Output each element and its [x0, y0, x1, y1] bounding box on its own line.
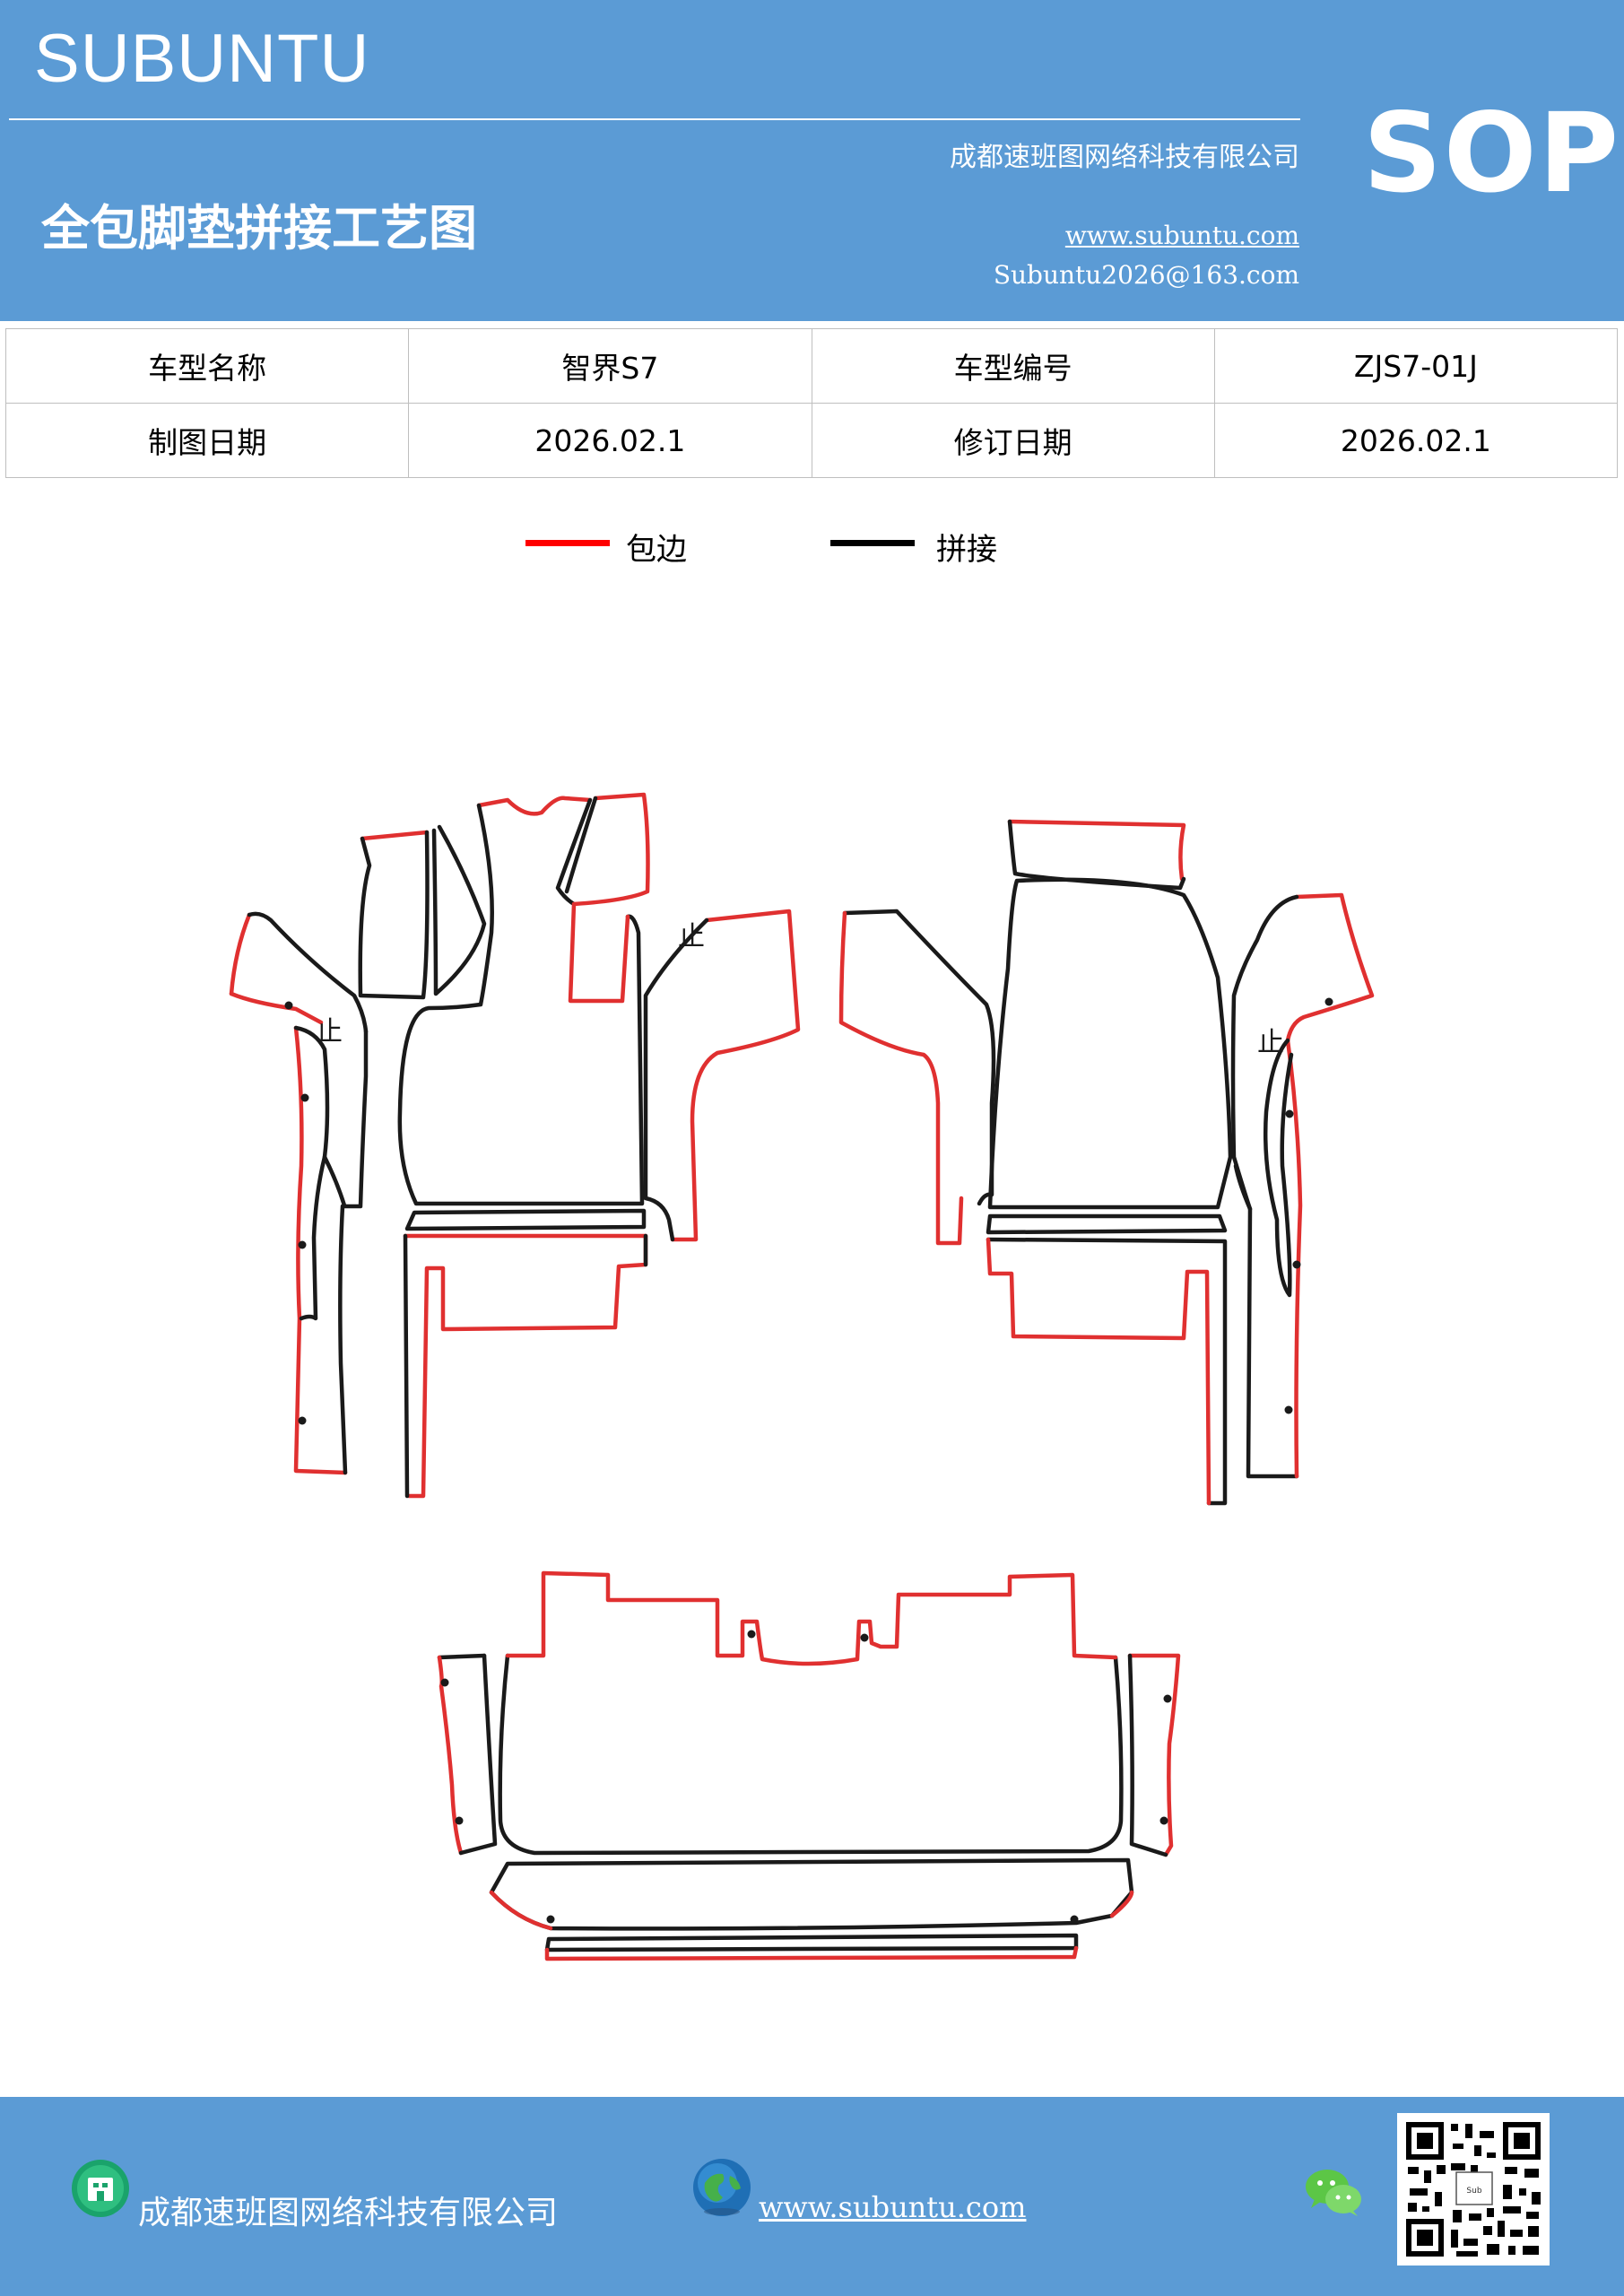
mat-hole: [860, 1633, 869, 1642]
mat-piece: [338, 1029, 369, 1475]
mat-piece: [643, 918, 709, 1242]
building-icon: [72, 2160, 129, 2217]
mat-piece: [358, 830, 430, 1000]
front-left-mat: [229, 792, 801, 1499]
mat-piece: [247, 911, 369, 1034]
mat-piece: [322, 1154, 347, 1208]
table-row: 制图日期 2026.02.1 修订日期 2026.02.1: [4, 403, 1619, 478]
mat-hole: [440, 1678, 449, 1687]
mat-hole: [1159, 1816, 1168, 1825]
table-cell-model-code: ZJS7-01J: [1213, 328, 1619, 404]
header-divider: [9, 118, 1300, 120]
document-title: 全包脚垫拼接工艺图: [41, 199, 477, 257]
mat-piece: [986, 1213, 1228, 1235]
wechat-icon[interactable]: [1304, 2167, 1363, 2217]
mat-piece: [1109, 1890, 1134, 1918]
table-cell-draw-date-label: 制图日期: [4, 403, 410, 478]
mat-piece: [564, 796, 598, 894]
legend-swatch-edge: [525, 540, 610, 546]
mat-piece: [555, 797, 593, 907]
mat-piece: [670, 909, 801, 1242]
mat-piece: [437, 1655, 464, 1856]
mat-hole: [300, 1093, 309, 1102]
mat-piece: [431, 824, 487, 996]
stop-mark: 止: [316, 1016, 343, 1048]
mat-piece: [1007, 819, 1186, 882]
footer-website-link[interactable]: www.subuntu.com: [759, 2190, 1027, 2224]
mat-piece: [476, 796, 593, 816]
mat-piece: [403, 1233, 410, 1499]
mat-hole: [1292, 1260, 1301, 1269]
header-company-name: 成都速班图网络科技有限公司: [950, 142, 1299, 173]
mat-piece: [568, 792, 650, 1004]
table-cell-model-code-label: 车型编号: [811, 328, 1215, 404]
legend-label-edge: 包边: [626, 532, 687, 568]
legend-label-seam: 拼接: [936, 532, 997, 568]
table-row: 车型名称 智界S7 车型编号 ZJS7-01J: [4, 328, 1619, 404]
mat-piece: [1285, 892, 1375, 1043]
rear-mat: [437, 1570, 1181, 1961]
mat-piece: [437, 1653, 487, 1660]
mat-piece: [293, 1025, 348, 1475]
header-website-link[interactable]: www.subuntu.com: [1064, 221, 1299, 250]
mat-hole: [1070, 1915, 1079, 1924]
mat-piece: [458, 1653, 498, 1856]
mat-hole: [284, 1001, 293, 1010]
mat-piece: [1127, 1653, 1181, 1857]
brand-name: SUBUNTU: [34, 21, 370, 97]
mat-piece: [489, 1857, 1134, 1931]
svg-text:Sub: Sub: [1466, 2187, 1481, 2196]
mat-piece: [1285, 1038, 1303, 1479]
qr-code-icon: Sub: [1397, 2113, 1550, 2266]
mat-hole: [1163, 1694, 1172, 1703]
stop-mark: 止: [1257, 1027, 1284, 1058]
mat-piece: [838, 910, 964, 1246]
mat-hole: [298, 1240, 307, 1249]
mat-piece: [987, 877, 1233, 1210]
legend: 包边 拼接: [0, 525, 1624, 578]
mat-piece: [1233, 1163, 1253, 1212]
table-cell-draw-date: 2026.02.1: [408, 403, 812, 478]
header-email: Subuntu2026@163.com: [993, 260, 1299, 290]
mat-piece: [1263, 1038, 1294, 1298]
table-cell-model-name-label: 车型名称: [4, 328, 410, 404]
legend-swatch-seam: [830, 540, 915, 546]
table-cell-revision-date-label: 修订日期: [811, 403, 1215, 478]
mat-piece: [489, 1890, 553, 1931]
mat-piece: [1127, 1653, 1168, 1857]
mat-piece: [986, 1237, 1211, 1506]
mat-hole: [1284, 1405, 1293, 1414]
mat-piece: [404, 1208, 647, 1231]
sop-badge: SOP: [1363, 90, 1620, 217]
mat-piece: [403, 1233, 648, 1499]
mat-piece: [498, 1653, 1124, 1856]
mat-piece: [397, 803, 645, 1206]
footer-banner: 成都速班图网络科技有限公司 www.subuntu.com: [0, 2097, 1624, 2296]
vehicle-info-table: 车型名称 智界S7 车型编号 ZJS7-01J 制图日期 2026.02.1 修…: [4, 328, 1619, 478]
mat-piece: [505, 1570, 1118, 1666]
mat-piece: [360, 830, 430, 841]
mat-hole: [298, 1416, 307, 1425]
mat-hole: [1324, 997, 1333, 1006]
mat-hole: [455, 1816, 464, 1825]
globe-icon[interactable]: [690, 2156, 753, 2219]
table-cell-revision-date: 2026.02.1: [1213, 403, 1619, 478]
mat-hole: [747, 1630, 756, 1639]
table-cell-model-name: 智界S7: [408, 328, 812, 404]
mat-piece: [229, 912, 252, 996]
stop-mark: 止: [678, 921, 705, 952]
mat-piece: [544, 1945, 1079, 1961]
mat-hole: [1285, 1109, 1294, 1118]
footer-company-name: 成都速班图网络科技有限公司: [138, 2195, 559, 2231]
mat-piece: [229, 991, 324, 1025]
mat-hole: [546, 1915, 555, 1924]
mat-piece: [842, 909, 996, 1206]
header-banner: SUBUNTU 成都速班图网络科技有限公司 全包脚垫拼接工艺图 www.subu…: [0, 0, 1624, 321]
mat-piece: [1007, 819, 1186, 891]
mat-piece: [544, 1933, 1079, 1952]
mat-piece: [986, 1237, 1228, 1506]
qr-code: Sub: [1397, 2113, 1550, 2266]
front-right-mat: [838, 819, 1375, 1506]
